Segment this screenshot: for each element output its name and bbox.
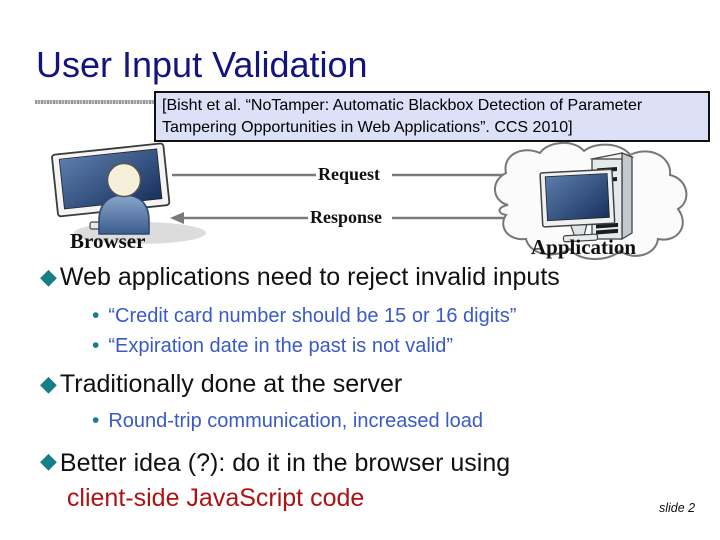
bullet-item-6: ◆ Better idea (?): do it in the browser … [40,446,510,516]
slide-number: slide 2 [659,501,696,515]
citation-box: [Bisht et al. “NoTamper: Automatic Black… [154,91,710,142]
citation-line-2: Tampering Opportunities in Web Applicati… [162,119,573,136]
bullet-dot-icon: • [92,304,100,327]
bullet-item-2: • “Credit card number should be 15 or 16… [92,303,516,329]
bullet-dot-icon: • [92,334,100,357]
bullet-diamond-icon: ◆ [40,371,57,396]
bullet-text: Web applications need to reject invalid … [59,263,560,291]
response-label: Response [310,207,383,227]
application-label: Application [531,235,637,259]
server-monitor-icon [539,168,616,243]
title-underline-rule [35,100,155,104]
citation-line-1: [Bisht et al. “NoTamper: Automatic Black… [162,97,643,114]
bullet-item-4: ◆ Traditionally done at the server [40,369,402,400]
bullet-item-3: • “Expiration date in the past is not va… [92,333,453,359]
bullet-diamond-icon: ◆ [40,264,57,289]
server-tower-icon [589,152,635,241]
bullet-text: Traditionally done at the server [59,370,403,398]
bullet-item-5: • Round-trip communication, increased lo… [92,408,483,434]
bullet-text-line2-highlight: client-side JavaScript code [66,484,365,512]
bullet-text: Round-trip communication, increased load [108,410,483,432]
bullet-text: “Credit card number should be 15 or 16 d… [108,305,517,327]
browser-label: Browser [70,229,146,253]
bullet-item-1: ◆ Web applications need to reject invali… [40,262,560,293]
bullet-diamond-icon: ◆ [40,448,57,473]
bullet-text-line1: Better idea (?): do it in the browser us… [59,449,511,477]
bullet-text: Better idea (?): do it in the browser us… [60,446,510,516]
page-title: User Input Validation [36,44,368,85]
person-icon [98,162,150,235]
request-label: Request [318,164,380,184]
bullet-text: “Expiration date in the past is not vali… [108,335,453,357]
bullet-dot-icon: • [92,409,100,432]
